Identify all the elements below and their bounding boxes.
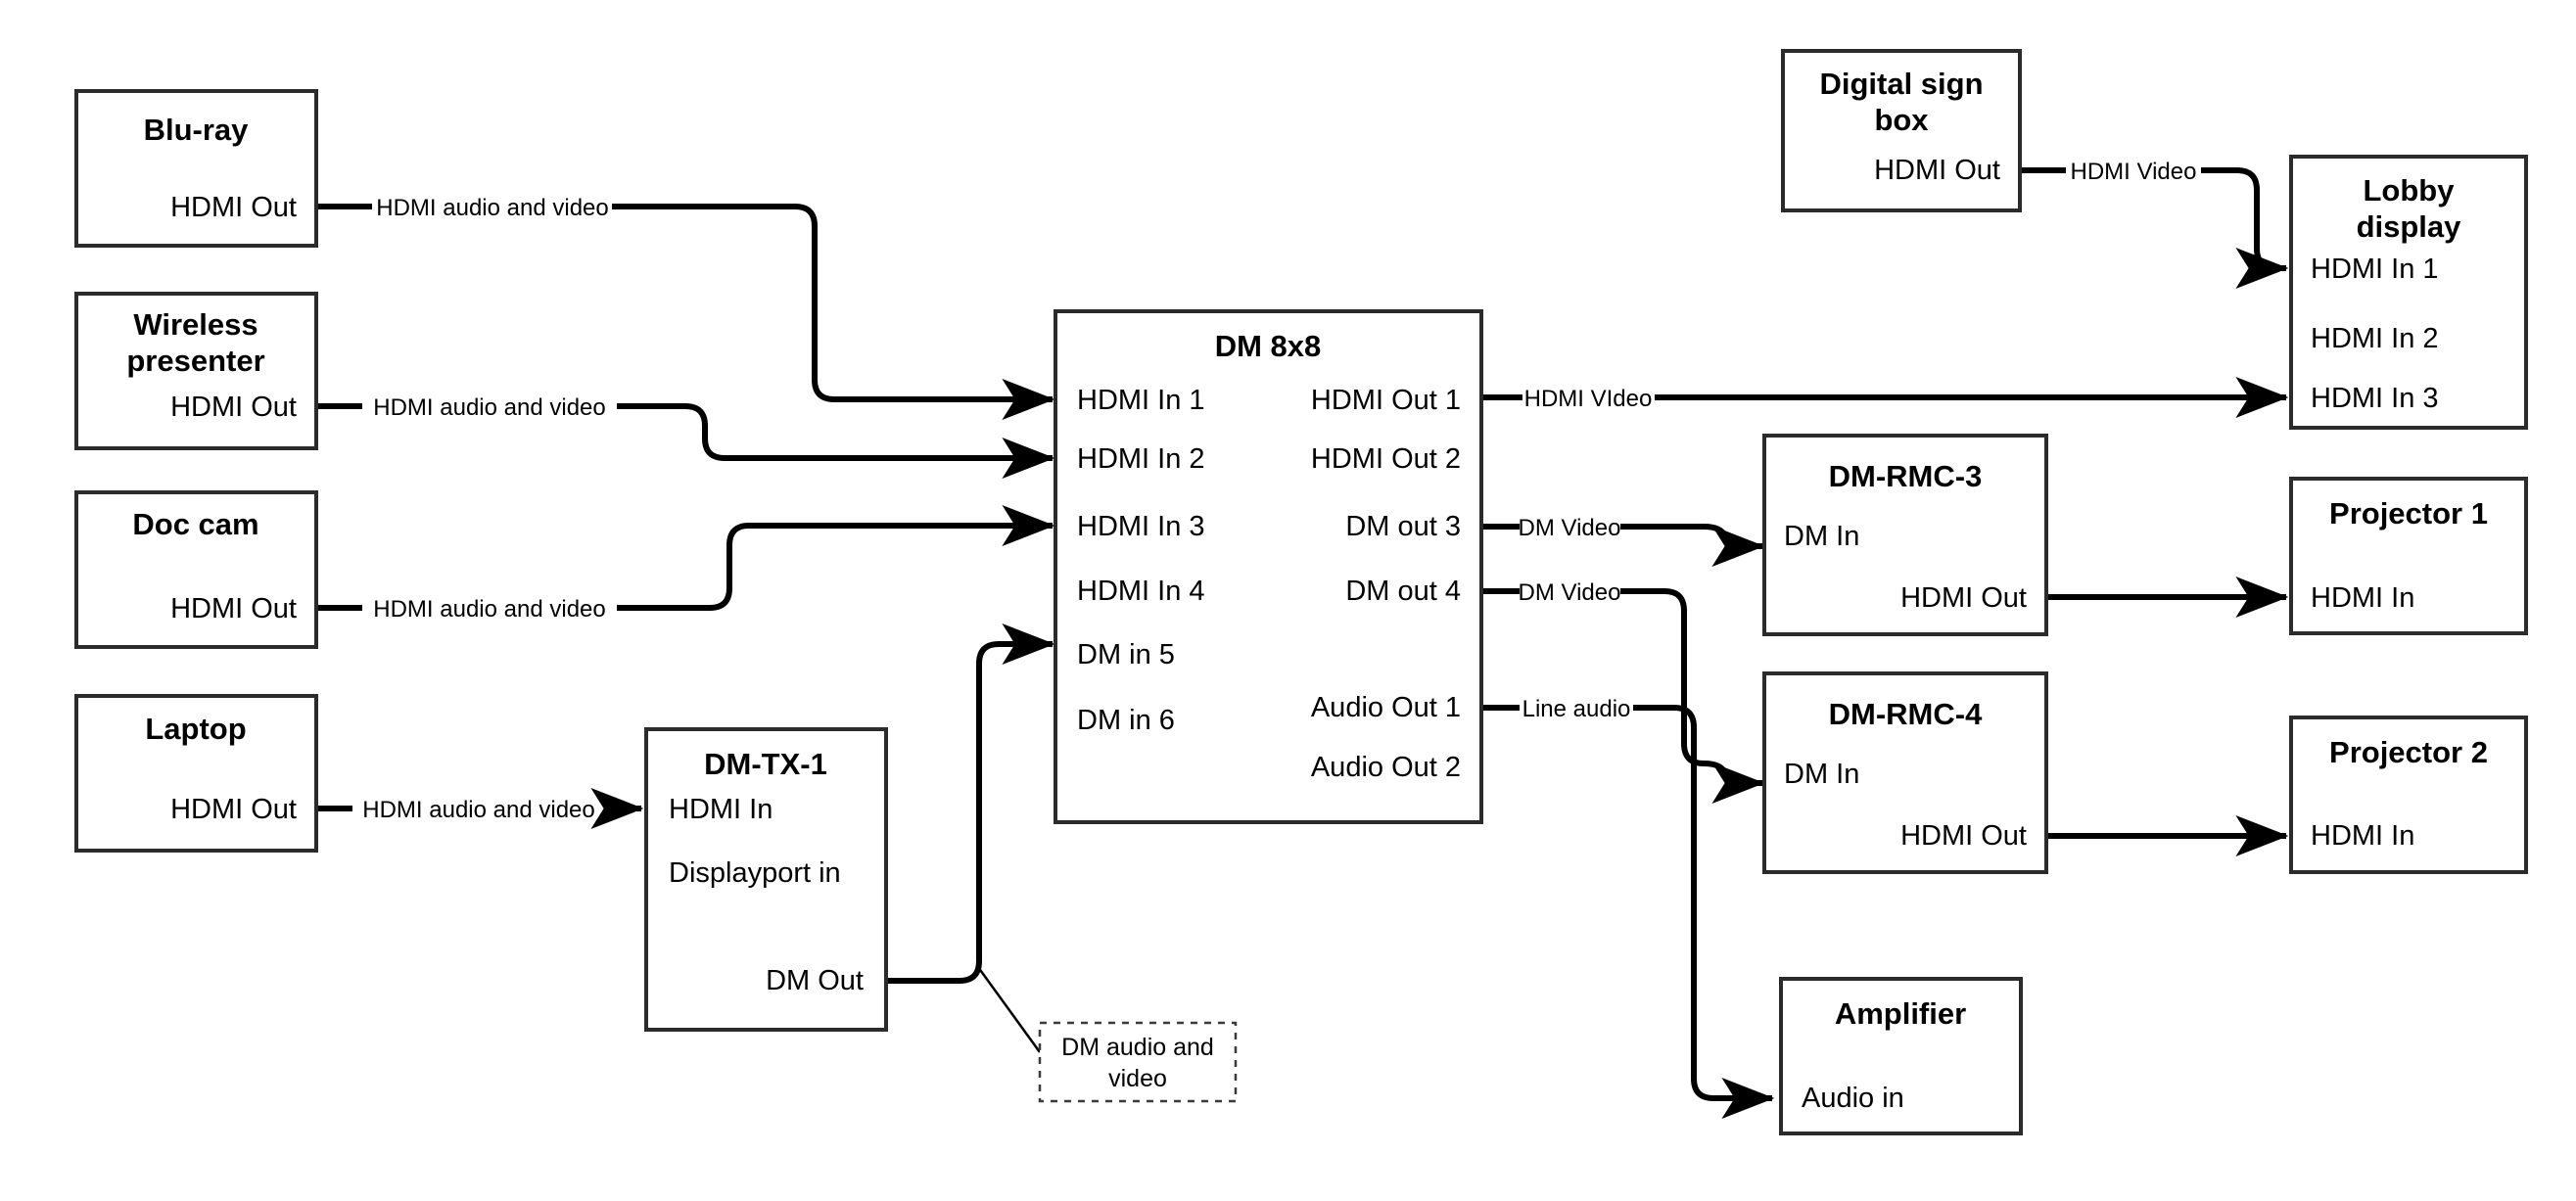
dm-rmc-4-title: DM-RMC-4 bbox=[1829, 697, 1983, 731]
wire-doccam-to-dm8x8 bbox=[318, 526, 1053, 611]
dm-8x8-output-audio-out-1: Audio Out 1 bbox=[1311, 692, 1461, 723]
edge-label-doccam-to-dm: HDMI audio and video bbox=[373, 596, 605, 623]
dm-rmc-3-box-outline bbox=[1762, 434, 2048, 636]
device-box-bluray[interactable]: Blu-ray HDMI Out bbox=[74, 89, 318, 248]
device-box-wireless-presenter[interactable]: Wireless presenter HDMI Out bbox=[74, 292, 318, 450]
amplifier-port-audio-in: Audio in bbox=[1802, 1083, 1904, 1114]
wire-wireless-to-dm8x8 bbox=[318, 403, 1053, 458]
device-box-projector-2[interactable]: Projector 2 HDMI In bbox=[2289, 716, 2528, 874]
bluray-box-outline bbox=[74, 89, 318, 248]
device-box-dm-8x8[interactable]: DM 8x8 HDMI In 1 HDMI In 2 HDMI In 3 HDM… bbox=[1054, 309, 1483, 824]
device-box-doc-cam[interactable]: Doc cam HDMI Out bbox=[74, 490, 318, 649]
bluray-title: Blu-ray bbox=[144, 113, 250, 147]
digital-sign-box-title-line1: Digital sign bbox=[1819, 67, 1983, 101]
digital-sign-box-title-line2: box bbox=[1874, 103, 1929, 137]
lobby-display-input-hdmi-in-1: HDMI In 1 bbox=[2311, 254, 2439, 285]
edge-label-hdmiout1-to-lobby: HDMI VIdeo bbox=[1524, 386, 1653, 412]
dm-8x8-output-dm-out-3: DM out 3 bbox=[1345, 511, 1461, 542]
edge-label-laptop-to-tx: HDMI audio and video bbox=[362, 797, 594, 823]
wireless-presenter-box-outline bbox=[74, 292, 318, 450]
lobby-display-title-line2: display bbox=[2357, 209, 2462, 244]
device-box-amplifier[interactable]: Amplifier Audio in bbox=[1779, 977, 2023, 1135]
dm-8x8-input-hdmi-in-4: HDMI In 4 bbox=[1077, 576, 1205, 607]
laptop-port-hdmi-out: HDMI Out bbox=[170, 794, 297, 825]
dm-rmc-4-port-dm-in: DM In bbox=[1784, 759, 1859, 790]
wire-bluray-to-dm8x8 bbox=[318, 204, 1053, 399]
dm-tx-1-port-displayport-in: Displayport in bbox=[669, 857, 841, 889]
edge-label-dmout4-to-rmc4: DM Video bbox=[1519, 579, 1621, 606]
amplifier-title: Amplifier bbox=[1835, 996, 1966, 1031]
device-box-projector-1[interactable]: Projector 1 HDMI In bbox=[2289, 477, 2528, 635]
doc-cam-box-outline bbox=[74, 490, 318, 649]
wire-dmout3-to-rmc3 bbox=[1481, 527, 1762, 546]
dm-rmc-3-port-dm-in: DM In bbox=[1784, 521, 1859, 552]
projector-1-box-outline bbox=[2289, 477, 2528, 635]
lobby-display-input-hdmi-in-2: HDMI In 2 bbox=[2311, 323, 2439, 354]
note-callout-line2: video bbox=[1108, 1065, 1167, 1092]
device-box-lobby-display[interactable]: Lobby display HDMI In 1 HDMI In 2 HDMI I… bbox=[2289, 155, 2528, 430]
lobby-display-title-line1: Lobby bbox=[2364, 173, 2456, 208]
projector-2-box-outline bbox=[2289, 716, 2528, 874]
dm-tx-1-port-dm-out: DM Out bbox=[766, 965, 864, 996]
projector-2-title: Projector 2 bbox=[2329, 735, 2488, 769]
edge-label-sign-to-lobby: HDMI Video bbox=[2071, 159, 2197, 185]
note-callout-dm-audio-and-video: DM audio and video bbox=[1038, 1021, 1238, 1103]
dm-tx-1-port-hdmi-in: HDMI In bbox=[669, 794, 773, 825]
dm-rmc-4-box-outline bbox=[1762, 671, 2048, 874]
digital-sign-box-outline bbox=[1781, 49, 2022, 212]
note-leader-line bbox=[976, 966, 1042, 1053]
wireless-presenter-port-hdmi-out: HDMI Out bbox=[170, 392, 297, 423]
doc-cam-title: Doc cam bbox=[132, 507, 258, 541]
edge-label-audioout1-to-amp: Line audio bbox=[1522, 696, 1631, 722]
dm-8x8-input-hdmi-in-3: HDMI In 3 bbox=[1077, 511, 1205, 542]
amplifier-box-outline bbox=[1779, 977, 2023, 1135]
lobby-display-input-hdmi-in-3: HDMI In 3 bbox=[2311, 383, 2439, 414]
dm-8x8-output-hdmi-out-1: HDMI Out 1 bbox=[1311, 385, 1461, 416]
projector-1-title: Projector 1 bbox=[2329, 496, 2488, 531]
dm-rmc-3-port-hdmi-out: HDMI Out bbox=[1900, 582, 2027, 614]
device-box-digital-sign-box[interactable]: Digital sign box HDMI Out bbox=[1781, 49, 2022, 212]
edge-label-wireless-to-dm: HDMI audio and video bbox=[373, 394, 605, 421]
dm-tx-1-title: DM-TX-1 bbox=[704, 747, 827, 781]
dm-8x8-title: DM 8x8 bbox=[1215, 329, 1322, 363]
dm-8x8-output-audio-out-2: Audio Out 2 bbox=[1311, 752, 1461, 783]
dm-8x8-input-dm-in-5: DM in 5 bbox=[1077, 639, 1175, 670]
laptop-title: Laptop bbox=[145, 712, 246, 746]
device-box-dm-rmc-3[interactable]: DM-RMC-3 DM In HDMI Out bbox=[1762, 434, 2048, 636]
dm-8x8-output-hdmi-out-2: HDMI Out 2 bbox=[1311, 443, 1461, 475]
wireless-presenter-title-line1: Wireless bbox=[133, 307, 258, 342]
dm-8x8-box-outline bbox=[1054, 309, 1483, 824]
device-box-laptop[interactable]: Laptop HDMI Out bbox=[74, 694, 318, 853]
dm-8x8-input-hdmi-in-2: HDMI In 2 bbox=[1077, 443, 1205, 475]
bluray-port-hdmi-out: HDMI Out bbox=[170, 192, 297, 223]
projector-1-port-hdmi-in: HDMI In bbox=[2311, 582, 2414, 614]
note-callout-line1: DM audio and bbox=[1061, 1034, 1214, 1061]
digital-sign-box-port-hdmi-out: HDMI Out bbox=[1874, 155, 2000, 186]
dm-8x8-input-dm-in-6: DM in 6 bbox=[1077, 705, 1175, 736]
wire-audioout1-to-amp bbox=[1481, 705, 1772, 1098]
dm-tx-1-box-outline bbox=[644, 727, 888, 1032]
wire-dmout4-to-rmc4 bbox=[1481, 588, 1762, 783]
note-callout-outline bbox=[1038, 1021, 1238, 1103]
doc-cam-port-hdmi-out: HDMI Out bbox=[170, 593, 297, 624]
lobby-display-box-outline bbox=[2289, 155, 2528, 430]
device-box-dm-rmc-4[interactable]: DM-RMC-4 DM In HDMI Out bbox=[1762, 671, 2048, 874]
device-box-dm-tx-1[interactable]: DM-TX-1 HDMI In Displayport in DM Out bbox=[644, 727, 888, 1032]
laptop-box-outline bbox=[74, 694, 318, 853]
wireless-presenter-title-line2: presenter bbox=[126, 344, 264, 378]
dm-8x8-output-dm-out-4: DM out 4 bbox=[1345, 576, 1461, 607]
dm-rmc-4-port-hdmi-out: HDMI Out bbox=[1900, 820, 2027, 852]
dm-rmc-3-title: DM-RMC-3 bbox=[1829, 459, 1983, 493]
edge-label-dmout3-to-rmc3: DM Video bbox=[1519, 515, 1621, 541]
wire-sign-to-lobby bbox=[2020, 167, 2286, 268]
wire-dmtx1-to-dm8x8 bbox=[886, 624, 1055, 984]
edge-label-bluray-to-dm: HDMI audio and video bbox=[376, 195, 608, 221]
projector-2-port-hdmi-in: HDMI In bbox=[2311, 820, 2414, 852]
dm-8x8-input-hdmi-in-1: HDMI In 1 bbox=[1077, 385, 1205, 416]
